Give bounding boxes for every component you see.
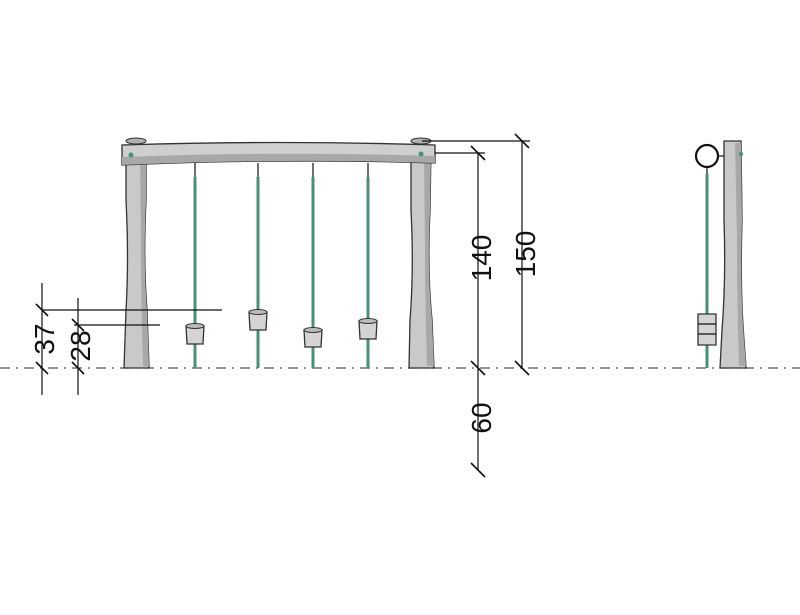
beam-bolt-left (128, 152, 134, 158)
side-seat (697, 313, 717, 346)
dimension-150: 150 (422, 133, 541, 376)
dimension-28: 28 (65, 298, 160, 395)
beam-bolt-right (418, 151, 424, 157)
front-view (121, 137, 436, 369)
side-post-shade (735, 143, 746, 366)
dimension-140: 140 60 (435, 145, 497, 478)
hanging-seat-1 (185, 163, 205, 368)
hanging-seat-3 (303, 163, 323, 368)
left-post-shade (140, 150, 149, 366)
dimension-37: 37 (29, 283, 222, 395)
hanging-seat-2 (248, 163, 268, 368)
label-high-seat: 37 (29, 323, 60, 354)
top-beam-shade (122, 153, 435, 165)
label-beam-height: 140 (466, 235, 497, 282)
right-post-shade (424, 150, 434, 366)
label-foundation-depth: 60 (466, 402, 497, 433)
side-bolt (739, 152, 743, 156)
beam-cross-section (694, 143, 720, 169)
label-low-seat: 28 (65, 330, 96, 361)
hanging-seat-4 (358, 163, 378, 368)
left-post-cap (125, 137, 147, 145)
side-view (694, 140, 747, 369)
label-total-height: 150 (510, 231, 541, 278)
